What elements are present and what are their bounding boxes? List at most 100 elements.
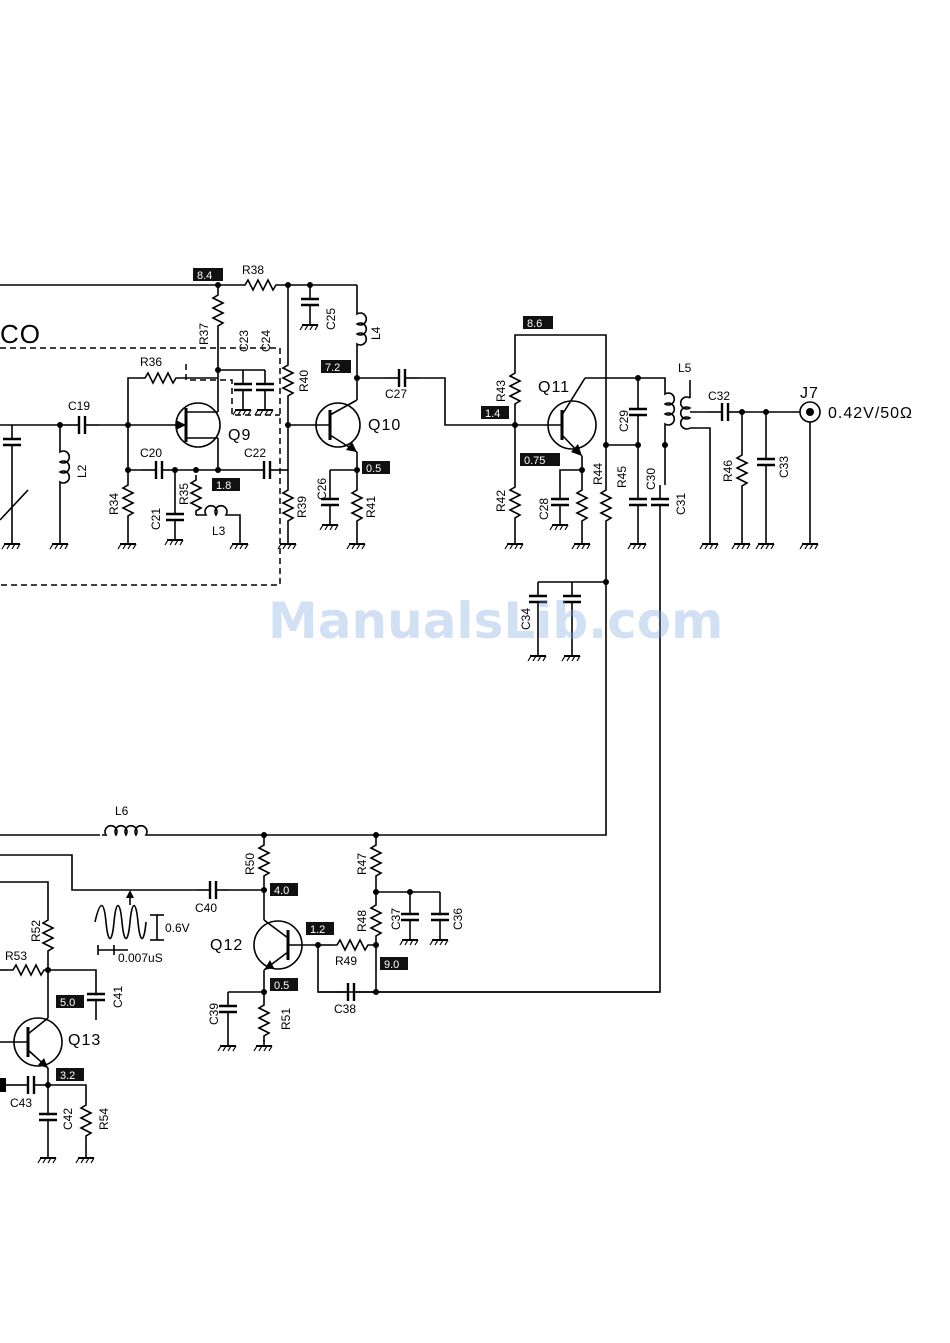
r47-resistor [370, 839, 382, 881]
c33-capacitor [755, 443, 777, 481]
r39-label: R39 [295, 496, 309, 518]
c40-capacitor [194, 879, 232, 901]
r47-label: R47 [355, 853, 369, 875]
r38-resistor [239, 279, 281, 291]
l6-label: L6 [115, 804, 129, 818]
r41-resistor [351, 484, 363, 526]
c28-capacitor [549, 483, 571, 521]
l3-label: L3 [212, 524, 226, 538]
c37-label: C37 [389, 908, 403, 930]
r53-resistor [7, 964, 49, 976]
q13-transistor [0, 1017, 63, 1069]
c41-capacitor [85, 978, 107, 1016]
output-spec: 0.42V/50Ω [828, 405, 913, 422]
c24-label: C24 [259, 330, 273, 352]
c37-capacitor [399, 898, 421, 936]
q9-label: Q9 [228, 427, 251, 444]
c27-capacitor [383, 367, 421, 389]
c19-label: C19 [68, 399, 90, 413]
l5-inductor [664, 389, 676, 429]
q11-transistor [512, 377, 597, 457]
c32-capacitor [706, 401, 744, 423]
c33-label: C33 [777, 456, 791, 478]
q10-transistor [288, 399, 361, 453]
r36-resistor [139, 372, 181, 384]
c19-capacitor [63, 414, 101, 436]
voltage-3-2: 3.2 [60, 1070, 75, 1082]
l4-inductor [356, 309, 368, 349]
l3-inductor [196, 504, 241, 538]
voltage-1-2: 1.2 [310, 924, 325, 936]
r34-label: R34 [107, 493, 121, 515]
waveform-annotation [94, 890, 164, 955]
c34-label: C34 [519, 608, 533, 630]
block-label: CO [0, 319, 41, 349]
waveform-amplitude: 0.6V [165, 921, 190, 935]
c43-label: C43 [10, 1096, 32, 1110]
r37-label: R37 [197, 323, 211, 345]
c36-capacitor [429, 898, 451, 936]
c39-capacitor [217, 990, 239, 1028]
oscillator-enclosure [0, 347, 281, 586]
c30-label: C30 [644, 468, 658, 490]
q13-label: Q13 [68, 1032, 101, 1049]
voltage-8-4: 8.4 [197, 270, 212, 282]
q10-label: Q10 [368, 417, 401, 434]
c23-capacitor [232, 368, 254, 406]
r52-resistor [42, 914, 54, 956]
l2-label: L2 [75, 464, 89, 478]
c23-label: C23 [237, 330, 251, 352]
q9-fet [175, 402, 221, 448]
voltage-badge [193, 268, 223, 281]
c32-label: C32 [708, 389, 730, 403]
l5-label: L5 [678, 361, 692, 375]
r42-resistor [509, 481, 521, 523]
r46-label: R46 [721, 460, 735, 482]
voltage-0-5-q12: 0.5 [274, 980, 289, 992]
c31-label: C31 [674, 493, 688, 515]
r49-label: R49 [335, 954, 357, 968]
voltage-5-0: 5.0 [60, 997, 75, 1009]
c25-capacitor [299, 283, 321, 321]
r54-resistor [80, 1099, 92, 1141]
j7-label: J7 [800, 385, 819, 402]
c21-label: C21 [149, 508, 163, 530]
r51-resistor [258, 999, 270, 1041]
r40-label: R40 [297, 370, 311, 392]
c43-capacitor [12, 1074, 50, 1096]
voltage-8-6: 8.6 [527, 318, 542, 330]
voltage-4-0: 4.0 [274, 885, 289, 897]
voltage-1-4: 1.4 [485, 408, 500, 420]
c22-capacitor [248, 459, 286, 481]
r52-label: R52 [29, 920, 43, 942]
voltage-0-75: 0.75 [524, 455, 545, 467]
watermark: ManualsLib.com [268, 592, 723, 650]
q12-transistor [253, 919, 318, 971]
voltage-1-8: 1.8 [216, 480, 231, 492]
c29-capacitor [627, 393, 649, 431]
r53-label: R53 [5, 949, 27, 963]
c24-capacitor [254, 368, 276, 406]
c40-label: C40 [195, 901, 217, 915]
r35-label: R35 [177, 483, 191, 505]
r44-resistor [576, 484, 588, 526]
r54-label: R54 [97, 1108, 111, 1130]
r37-resistor [212, 289, 224, 331]
r44-label: R44 [591, 463, 605, 485]
l4-label: L4 [369, 326, 383, 340]
c25-label: C25 [324, 308, 338, 330]
r34-resistor [122, 479, 134, 521]
r36-label: R36 [140, 355, 162, 369]
r48-resistor [370, 899, 382, 941]
j7-output-jack [799, 401, 821, 538]
voltage-7-2: 7.2 [325, 362, 340, 374]
r42-label: R42 [494, 490, 508, 512]
r41-label: R41 [364, 496, 378, 518]
c22-label: C22 [244, 446, 266, 460]
c36-label: C36 [451, 908, 465, 930]
q12-label: Q12 [210, 937, 243, 954]
c28-label: C28 [537, 498, 551, 520]
c29-label: C29 [617, 410, 631, 432]
r50-resistor [258, 839, 270, 881]
